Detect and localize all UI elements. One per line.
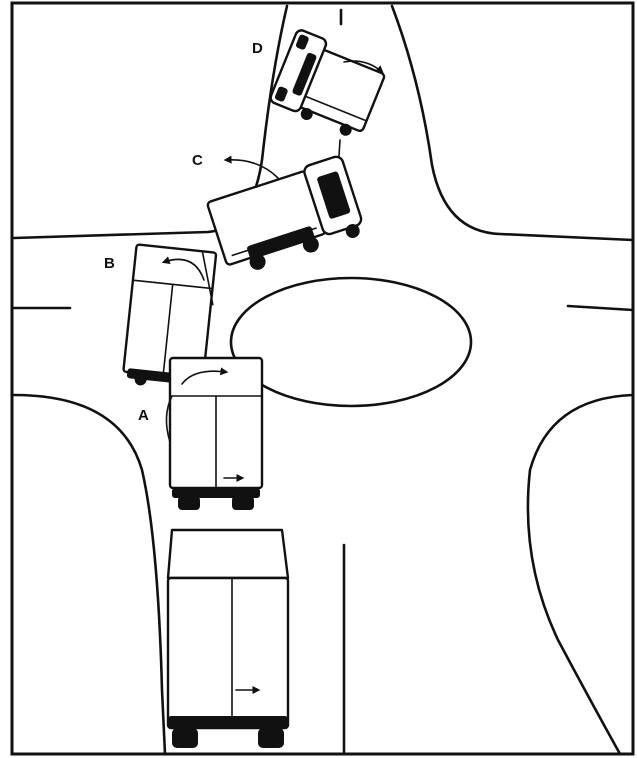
label-d: D [252,40,263,57]
roundabout-island [229,276,473,408]
curb-bottom-right [526,393,635,756]
frame-border [10,1,635,756]
truck-d [269,29,386,173]
label-a: A [138,407,149,424]
curb-top-right [390,4,635,242]
label-b: B [104,255,115,272]
truck-rear [166,528,290,748]
label-c: C [192,152,203,169]
curb-bottom-left [12,393,167,756]
truck-c [206,155,363,270]
lane-markings [12,8,635,756]
truck-a [165,356,264,510]
lane-mark-right [566,304,635,312]
road-edges [12,4,635,756]
